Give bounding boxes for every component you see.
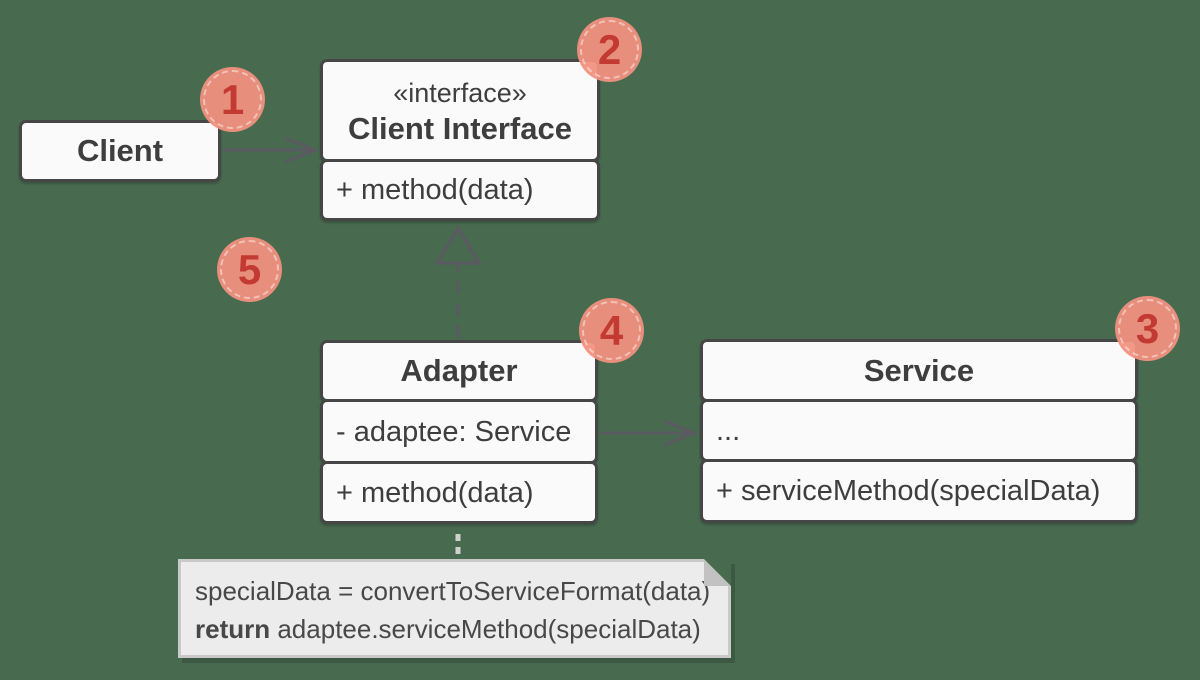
class-box-client-interface: «interface» Client Interface + method(da… — [320, 59, 600, 221]
class-title-section: Service — [700, 339, 1138, 402]
note-line-2-rest: adaptee.serviceMethod(specialData) — [270, 614, 701, 644]
class-title-section: Client — [19, 120, 221, 182]
class-box-client: Client — [19, 120, 221, 182]
class-title: Service — [863, 352, 975, 388]
attributes-section: ... — [700, 399, 1138, 462]
methods-section: + serviceMethod(specialData) — [700, 459, 1138, 523]
badge-number: 2 — [597, 25, 622, 73]
badge-number: 4 — [599, 306, 624, 354]
class-title: Client Interface — [348, 110, 572, 146]
methods-section: + method(data) — [320, 461, 598, 524]
attribute-label: - adaptee: Service — [336, 415, 572, 448]
class-title-section: «interface» Client Interface — [320, 59, 600, 162]
note-line-2: return adaptee.serviceMethod(specialData… — [195, 610, 714, 648]
stereotype-label: «interface» — [393, 77, 527, 108]
class-box-adapter: Adapter - adaptee: Service + method(data… — [320, 340, 598, 524]
realization-triangle-icon — [433, 224, 483, 265]
step-badge-3: 3 — [1115, 296, 1180, 361]
badge-number: 5 — [237, 245, 262, 293]
step-badge-1: 1 — [200, 67, 265, 132]
class-title-section: Adapter — [320, 340, 598, 402]
ellipsis-label: ... — [716, 414, 741, 447]
note-line-1: specialData = convertToServiceFormat(dat… — [195, 576, 711, 606]
code-note: specialData = convertToServiceFormat(dat… — [178, 559, 731, 658]
method-label: + serviceMethod(specialData) — [716, 475, 1101, 507]
note-return-keyword: return — [195, 614, 271, 644]
class-box-service: Service ... + serviceMethod(specialData) — [700, 339, 1138, 523]
class-title: Adapter — [400, 353, 518, 388]
badge-number: 1 — [220, 75, 245, 123]
step-badge-4: 4 — [579, 298, 644, 363]
step-badge-2: 2 — [577, 17, 642, 82]
attributes-section: - adaptee: Service — [320, 399, 598, 464]
methods-section: + method(data) — [320, 159, 600, 221]
badge-number: 3 — [1135, 304, 1160, 352]
step-badge-5: 5 — [217, 237, 282, 302]
method-label: + method(data) — [336, 476, 534, 509]
class-title: Client — [76, 133, 164, 168]
note-fold-icon — [704, 559, 731, 586]
method-label: + method(data) — [336, 174, 534, 206]
